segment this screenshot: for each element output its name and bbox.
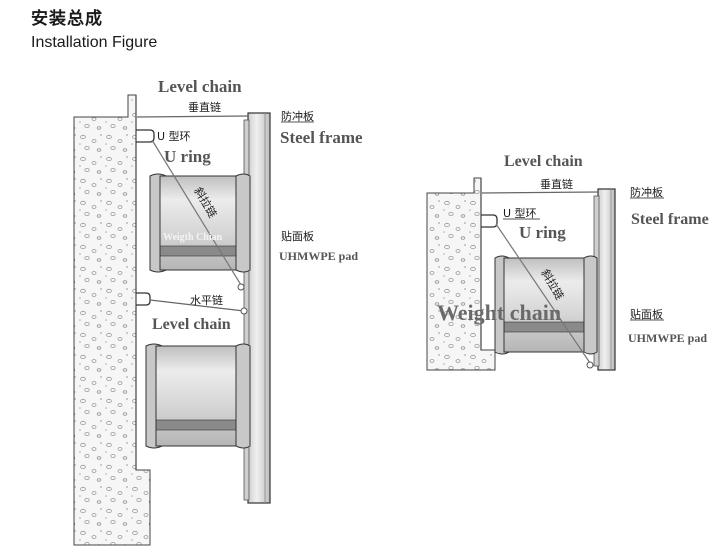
level-chain-mid — [149, 299, 245, 312]
small-level-chain-label: Level chain — [504, 153, 583, 170]
small-u-ring-label: U ring — [519, 223, 566, 242]
small-diagonal-chain — [495, 223, 591, 364]
large-figure: Level chain 垂直链 防冲板 Steel frame U 型环 U r… — [73, 77, 363, 546]
large-level-chain-mid-cn: 水平链 — [190, 293, 223, 307]
small-pad-cn: 贴面板 — [630, 307, 663, 321]
small-u-ring-cn: U 型环 — [503, 206, 537, 220]
page-title-cn: 安装总成 — [31, 9, 103, 29]
small-concrete-wall — [426, 177, 496, 371]
large-level-chain-top-label: Level chain — [158, 77, 242, 96]
u-ring-mid — [136, 292, 151, 306]
small-level-chain — [481, 191, 599, 194]
page-title-en: Installation Figure — [31, 34, 158, 51]
level-chain-top — [136, 115, 249, 118]
concrete-wall — [73, 94, 151, 546]
large-u-ring-label: U ring — [164, 147, 211, 166]
large-weight-chain-label: Weigth Chian — [163, 232, 223, 243]
diagonal-chain-upper — [151, 139, 242, 286]
large-level-chain-mid-label: Level chain — [152, 316, 231, 333]
large-pad-label: UHMWPE pad — [279, 249, 358, 263]
small-steel-frame-label: Steel frame — [631, 211, 709, 228]
small-impact-plate-cn: 防冲板 — [630, 185, 663, 199]
large-pad-cn: 贴面板 — [281, 229, 314, 243]
large-steel-frame-label: Steel frame — [280, 128, 363, 147]
large-impact-plate-cn: 防冲板 — [281, 109, 314, 123]
small-weight-chain-label: Weight chain — [437, 300, 561, 325]
fender-lower — [145, 343, 251, 449]
fender-upper — [149, 173, 251, 273]
u-ring-upper — [136, 129, 155, 143]
small-u-ring — [481, 214, 498, 228]
small-figure: Level chain 垂直链 防冲板 Steel frame U 型环 U r… — [426, 153, 709, 371]
small-steel-frame — [597, 188, 616, 371]
large-u-ring-cn: U 型环 — [157, 129, 191, 143]
small-level-chain-cn: 垂直链 — [540, 177, 573, 191]
small-pad-label: UHMWPE pad — [628, 331, 707, 345]
steel-frame — [247, 112, 271, 504]
large-level-chain-top-cn: 垂直链 — [188, 100, 221, 114]
